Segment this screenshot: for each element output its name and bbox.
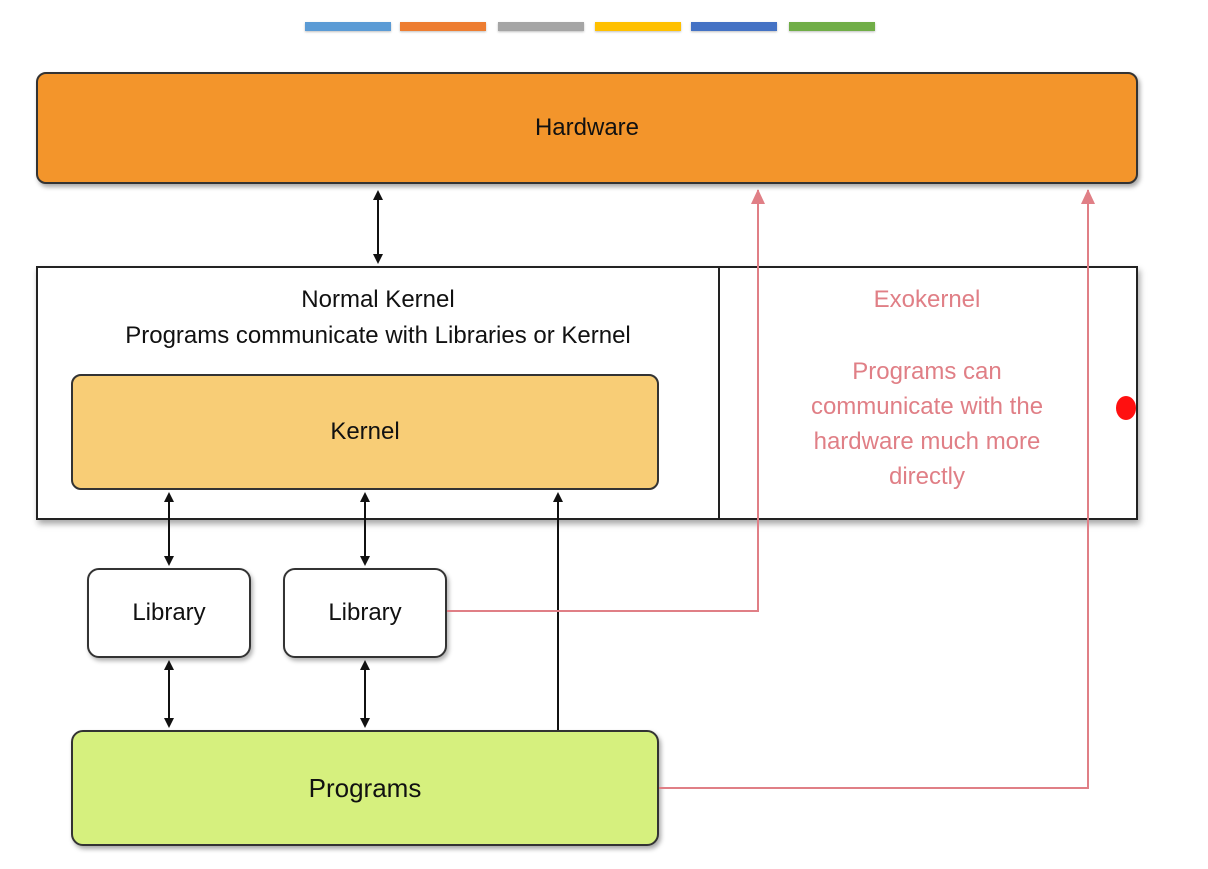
library-box: Library	[283, 568, 447, 658]
exokernel-section: Exokernel Programs can communicate with …	[722, 282, 1132, 494]
laser-pointer-cursor	[1116, 396, 1136, 420]
hardware-label: Hardware	[534, 114, 640, 141]
normal-kernel-heading: Normal Kernel	[301, 286, 455, 313]
palette-bar-orange	[400, 22, 486, 31]
exokernel-desc-line: communicate with the	[810, 393, 1044, 420]
normal-kernel-subtitle: Programs communicate with Libraries or K…	[125, 322, 631, 349]
exokernel-desc-line: hardware much more	[813, 428, 1041, 455]
library-box: Library	[87, 568, 251, 658]
palette-bar-green	[789, 22, 875, 31]
kernel-label: Kernel	[330, 418, 400, 445]
kernel-box: Kernel	[71, 374, 659, 490]
exokernel-desc-line: Programs can	[852, 358, 1002, 385]
normal-kernel-title: Normal Kernel Programs communicate with …	[38, 282, 718, 354]
exokernel-title: Exokernel	[873, 286, 981, 313]
palette-bar-darkblue	[691, 22, 777, 31]
palette-bar-yellow	[595, 22, 681, 31]
palette-bars	[0, 0, 1208, 40]
library-hardware-arrow	[447, 189, 765, 612]
programs-hardware-arrow	[659, 189, 1095, 789]
programs-box: Programs	[71, 730, 659, 846]
panel-divider	[718, 268, 720, 518]
programs-label: Programs	[308, 772, 422, 803]
exokernel-desc-line: directly	[888, 463, 966, 490]
palette-bar-blue	[305, 22, 391, 31]
hardware-box: Hardware	[36, 72, 1138, 184]
palette-bar-gray	[498, 22, 584, 31]
library-label: Library	[328, 599, 402, 626]
library-label: Library	[132, 599, 206, 626]
